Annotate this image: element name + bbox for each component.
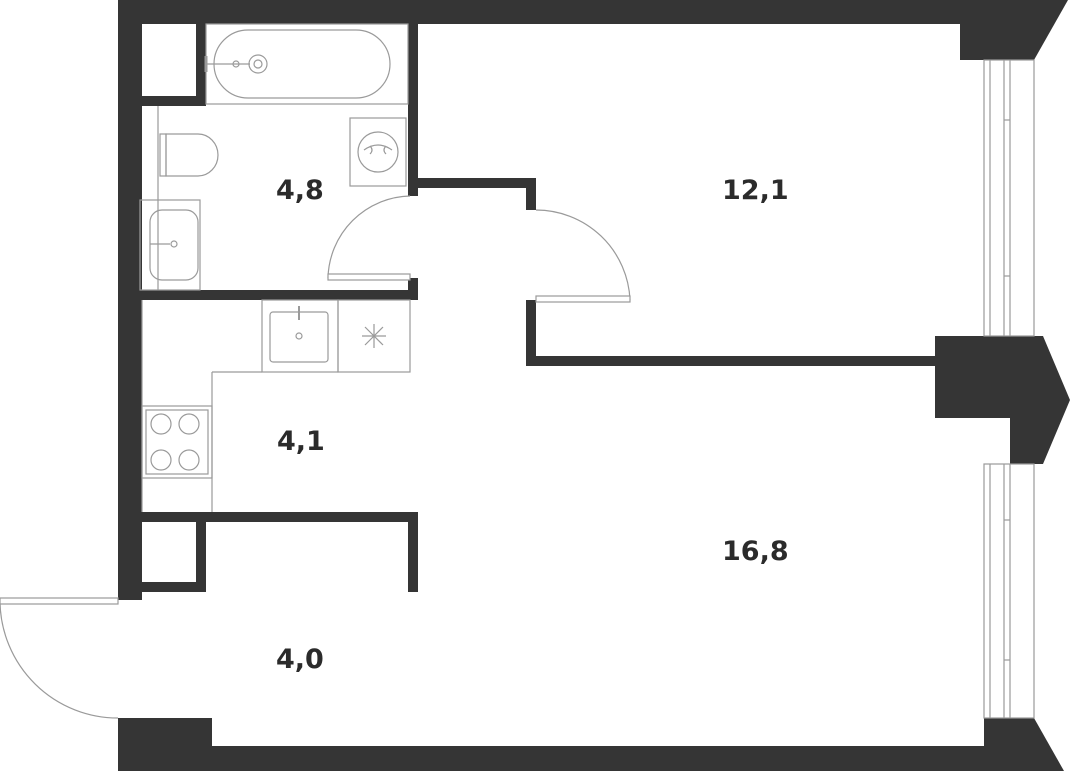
entrance-door[interactable] bbox=[0, 597, 119, 719]
stove-icon bbox=[141, 405, 213, 479]
wall-top bbox=[118, 0, 1034, 24]
bathroom-door[interactable] bbox=[327, 195, 411, 281]
room-area-bathroom: 4,8 bbox=[276, 175, 324, 206]
kitchen-right-wall-stub bbox=[408, 278, 418, 300]
room-area-bedroom: 12,1 bbox=[722, 175, 789, 206]
area-labels: 4,8 12,1 4,1 16,8 4,0 bbox=[276, 175, 789, 675]
bedroom-wall-upper-v bbox=[526, 178, 536, 210]
bathroom-bottom-wall bbox=[138, 290, 418, 300]
closet-bottom-right-wall bbox=[196, 512, 206, 590]
washing-machine-icon bbox=[349, 117, 407, 187]
wall-corner-top-right bbox=[960, 0, 1068, 60]
windows bbox=[983, 59, 1035, 719]
closet-top-bottom-wall bbox=[138, 96, 206, 106]
room-area-living: 16,8 bbox=[722, 536, 789, 567]
fixtures bbox=[139, 23, 411, 512]
kitchen-sink-icon bbox=[261, 299, 339, 373]
wall-pillar-right bbox=[935, 336, 1070, 464]
wall-bottom bbox=[118, 746, 986, 771]
room-area-kitchen: 4,1 bbox=[277, 426, 325, 457]
wall-bottom-left-block bbox=[118, 718, 212, 771]
bedroom-door[interactable] bbox=[535, 209, 631, 303]
window-living bbox=[983, 463, 1035, 719]
partition-wall-stub bbox=[408, 512, 418, 592]
bathroom-right-wall bbox=[408, 20, 418, 196]
ventilation-icon bbox=[337, 299, 411, 373]
bathtub-icon bbox=[204, 23, 409, 105]
sink-icon bbox=[139, 106, 201, 291]
closet-bottom-top-wall bbox=[138, 512, 418, 522]
closet-bottom-bottom-wall bbox=[138, 582, 206, 592]
doors[interactable] bbox=[0, 195, 631, 719]
room-area-hallway: 4,0 bbox=[276, 644, 324, 675]
wall-corner-bottom-right bbox=[984, 718, 1064, 771]
bedroom-wall-upper-h bbox=[408, 178, 536, 188]
toilet-icon bbox=[159, 133, 219, 177]
walls bbox=[118, 0, 1070, 771]
bedroom-bottom-wall bbox=[526, 356, 946, 366]
window-bedroom bbox=[983, 59, 1035, 337]
bedroom-wall-lower-v bbox=[526, 300, 536, 364]
closet-top-right-wall bbox=[196, 20, 206, 104]
